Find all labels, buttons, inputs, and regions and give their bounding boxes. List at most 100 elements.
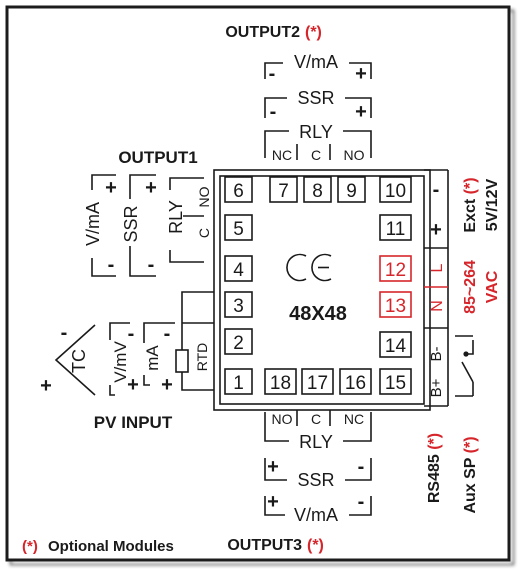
- output2-c-label: C: [311, 147, 321, 163]
- terminal-9: 9: [337, 176, 366, 203]
- terminal-label: 10: [385, 181, 406, 202]
- output3-c-label: C: [311, 411, 321, 427]
- optional-mark: (*): [462, 436, 479, 453]
- output2-vma-label: V/mA: [294, 52, 338, 72]
- output3-ssr-label: SSR: [297, 470, 334, 490]
- pv-ma-plus: +: [161, 374, 173, 396]
- output2-rly-bracket: [264, 130, 372, 160]
- terminal-8: 8: [303, 176, 332, 203]
- terminal-label: 18: [270, 373, 291, 394]
- power-range: 85~264: [462, 260, 479, 314]
- pv-rtd-label: RTD: [194, 343, 210, 372]
- device-body: [213, 169, 431, 411]
- exct-plus: +: [430, 219, 442, 241]
- terminal-label: 7: [278, 181, 289, 202]
- output3-vma-plus: +: [267, 491, 279, 513]
- output3-optional-mark: (*): [307, 537, 324, 554]
- terminal-label: 11: [386, 219, 406, 240]
- optional-mark: (*): [426, 433, 443, 450]
- output2-no-label: NO: [344, 147, 365, 163]
- device-size-label: 48X48: [289, 303, 347, 325]
- output1-ssr-label: SSR: [121, 205, 141, 242]
- terminal-12: 12: [379, 255, 412, 282]
- terminal-10: 10: [379, 176, 412, 203]
- power-n-label: N: [429, 300, 446, 312]
- output1-vma-plus: +: [105, 177, 117, 199]
- power-l-label: L: [429, 263, 446, 272]
- output2-ssr-label: SSR: [297, 88, 334, 108]
- terminal-15: 15: [379, 368, 412, 395]
- optional-mark: (*): [462, 177, 479, 194]
- pv-vmv-label: V/mV: [111, 341, 130, 383]
- footnote-mark: (*): [22, 538, 38, 555]
- output2-title: OUTPUT2: [225, 24, 300, 41]
- output3-vma-bracket: [264, 496, 372, 516]
- output2-nc-label: NC: [272, 147, 292, 163]
- output2-vma-minus: -: [269, 63, 276, 85]
- thermocouple-icon: [54, 324, 96, 396]
- output2-optional-mark: (*): [305, 24, 322, 41]
- pv-tc-label: TC: [69, 349, 89, 373]
- aux-switch-icon: [455, 335, 474, 397]
- output3-rly-bracket: [264, 410, 372, 442]
- exct-voltages: 5V/12V: [484, 178, 501, 231]
- output3-ssr-bracket: [264, 458, 372, 481]
- ce-mark: [286, 253, 332, 282]
- terminal-16: 16: [339, 368, 372, 395]
- output3-nc-label: NC: [344, 411, 364, 427]
- rs485-label: RS485 (*): [426, 433, 443, 503]
- output3-ssr-minus: -: [358, 456, 365, 478]
- output1-title: OUTPUT1: [118, 148, 197, 167]
- output2-vma-plus: +: [355, 63, 367, 85]
- output1-ssr-minus: -: [148, 254, 155, 276]
- output2-vma-bracket: [264, 62, 372, 79]
- terminal-label: 5: [233, 219, 244, 240]
- terminal-17: 17: [301, 368, 334, 395]
- rs485-b-plus: B+: [428, 378, 445, 397]
- output3-title: OUTPUT3: [227, 537, 302, 554]
- output1-rly-bracket: [169, 177, 204, 263]
- pv-vmv-minus: -: [128, 323, 135, 345]
- output1-c-label: C: [196, 228, 212, 238]
- pv-vmv-plus: +: [127, 374, 139, 396]
- output1-vma-label: V/mA: [83, 202, 103, 246]
- terminal-block: 6 7 8 9 10 5 4 3 2 1 18 17 16 15 11 12 1…: [224, 176, 412, 395]
- pv-input-wiring: [109, 291, 214, 396]
- output1-ssr-plus: +: [145, 177, 157, 199]
- terminal-label: 17: [307, 373, 328, 394]
- terminal-label: 3: [233, 296, 244, 317]
- terminal-label: 8: [312, 181, 323, 202]
- terminal-18: 18: [264, 368, 297, 395]
- output2-rly-label: RLY: [299, 122, 333, 142]
- pv-input-title: PV INPUT: [94, 413, 173, 432]
- output1-vma-bracket: [91, 174, 116, 277]
- terminal-6: 6: [224, 176, 253, 203]
- output2-ssr-bracket: [264, 97, 372, 118]
- aux-sp-label: Aux SP (*): [462, 436, 479, 513]
- terminal-label: 15: [385, 373, 406, 394]
- terminal-label: 13: [385, 296, 406, 317]
- terminal-3: 3: [224, 291, 253, 318]
- terminal-label: 12: [385, 260, 406, 281]
- terminal-label: 9: [346, 181, 357, 202]
- terminal-2: 2: [224, 328, 253, 355]
- pv-ma-minus: -: [164, 323, 171, 345]
- exct-minus: -: [433, 179, 440, 201]
- terminal-1: 1: [224, 368, 253, 395]
- rtd-resistor-icon: [175, 349, 189, 373]
- terminal-label: 16: [345, 373, 366, 394]
- terminal-5: 5: [224, 214, 253, 241]
- output3-vma-label: V/mA: [294, 505, 338, 525]
- output2-ssr-minus: -: [270, 101, 277, 123]
- terminal-14: 14: [379, 331, 412, 358]
- terminal-13: 13: [379, 291, 412, 318]
- pv-ma-label: mA: [143, 345, 162, 371]
- terminal-label: 6: [233, 181, 244, 202]
- output1-ssr-bracket: [129, 174, 156, 277]
- output3-ssr-plus: +: [267, 456, 279, 478]
- output1-no-label: NO: [196, 186, 212, 207]
- exct-label: Exct (*): [462, 177, 479, 232]
- output3-vma-minus: -: [358, 491, 365, 513]
- output3-no-label: NO: [272, 411, 293, 427]
